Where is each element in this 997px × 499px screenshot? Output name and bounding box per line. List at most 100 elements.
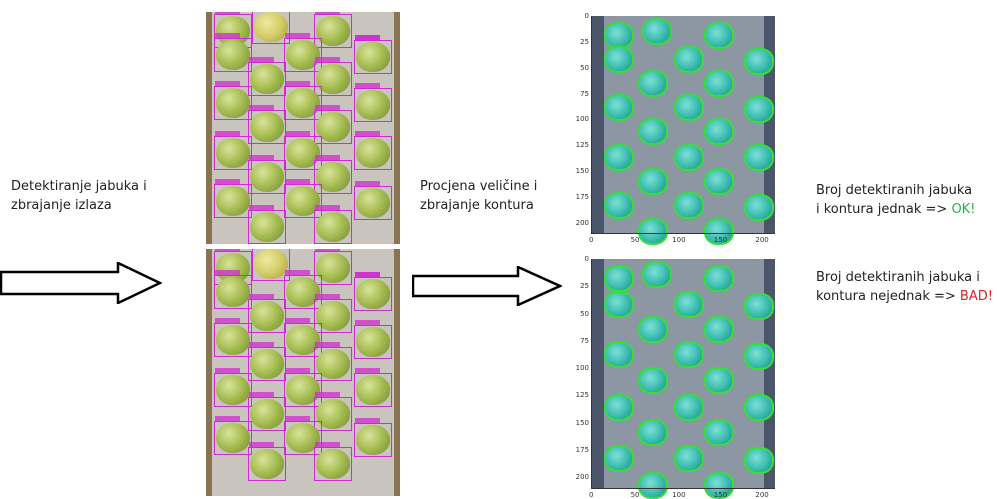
detection-box (354, 272, 392, 311)
detection-box-label (355, 131, 381, 136)
apple (216, 277, 250, 307)
detection-box-label (215, 416, 241, 421)
detection-box (314, 105, 352, 144)
ok-status: OK! (951, 202, 976, 217)
x-tick-label: 100 (672, 491, 686, 499)
detection-box-label (215, 81, 241, 86)
detection-box (314, 294, 352, 333)
detection-box-label (355, 35, 381, 40)
contour-apple (744, 343, 774, 371)
detection-box (248, 155, 286, 194)
detection-box (354, 83, 392, 122)
contour-apple (704, 70, 734, 97)
detection-box-label (285, 368, 311, 373)
detection-box (284, 416, 322, 455)
detection-box (354, 35, 392, 74)
contour-apple (704, 265, 734, 293)
contour-apple (638, 218, 668, 245)
apple (356, 188, 390, 218)
right-arrow-icon (0, 262, 162, 304)
detection-box (314, 249, 352, 285)
y-tick-label: 175 (575, 192, 589, 201)
bad-status: BAD! (959, 289, 993, 304)
x-tick-label: 50 (630, 236, 640, 244)
detection-box-label (315, 12, 341, 14)
contour-plot-bottom (592, 259, 775, 499)
detection-box (314, 442, 352, 481)
y-tick-label: 25 (580, 282, 589, 291)
x-tick-label: 200 (755, 236, 769, 244)
x-tick-label: 50 (630, 491, 640, 499)
detection-box-label (215, 270, 241, 275)
detection-box (248, 105, 286, 144)
detection-box (248, 442, 286, 481)
detection-box (248, 342, 286, 381)
contour-apple (604, 192, 634, 219)
apple (216, 423, 250, 453)
contour-apple (642, 18, 672, 45)
right-arrow-icon (412, 266, 562, 306)
y-tick-label: 50 (580, 63, 589, 72)
contour-apple (704, 22, 734, 49)
contour-apple (674, 444, 704, 472)
y-tick-label: 100 (575, 364, 589, 373)
apple (356, 327, 390, 357)
detection-box (214, 33, 252, 72)
contour-apple (674, 94, 704, 121)
x-tick-label: 150 (713, 491, 728, 499)
detection-box (354, 320, 392, 359)
detection-box-label (249, 442, 275, 447)
detection-box (252, 249, 290, 281)
detection-box (214, 318, 252, 357)
detection-box-label (215, 249, 241, 251)
y-tick-label: 75 (580, 89, 589, 98)
detection-box-label (315, 294, 341, 299)
detection-box (214, 131, 252, 170)
apple (216, 88, 250, 118)
detection-box-label (215, 318, 241, 323)
apple (356, 138, 390, 168)
detection-box (248, 205, 286, 244)
contour-apple (604, 290, 634, 318)
detection-box (248, 57, 286, 96)
contour-apple (638, 419, 668, 447)
contour-apple (638, 472, 668, 499)
apple (216, 325, 250, 355)
detection-box (284, 368, 322, 407)
apple (356, 279, 390, 309)
apple (356, 42, 390, 72)
contour-apple (704, 472, 734, 499)
x-tick-label: 150 (713, 236, 728, 244)
apple (254, 12, 288, 42)
detection-box (314, 392, 352, 431)
detection-box-label (315, 205, 341, 210)
apple (356, 90, 390, 120)
detection-box-label (249, 205, 275, 210)
y-tick-label: 75 (580, 336, 589, 345)
detection-box (214, 416, 252, 455)
detection-box-label (285, 131, 311, 136)
detection-box-label (249, 155, 275, 160)
y-tick-label: 125 (575, 141, 589, 150)
detection-box-label (315, 342, 341, 347)
bad-result-line1: Broj detektiranih jabuka i (816, 270, 980, 285)
contour-apple (704, 218, 734, 245)
y-tick-label: 125 (575, 391, 589, 400)
apple (316, 212, 350, 242)
contour-apple (674, 144, 704, 171)
detection-box-label (355, 272, 381, 277)
contour-apple (704, 315, 734, 343)
detection-box (214, 81, 252, 120)
detection-box-label (285, 81, 311, 86)
detection-photo-top (206, 12, 400, 244)
detection-box (284, 81, 322, 120)
detection-box-label (215, 179, 241, 184)
x-tick-label: 0 (589, 236, 594, 244)
x-tick-label: 200 (755, 491, 769, 499)
detection-box (284, 270, 322, 309)
detection-box (284, 318, 322, 357)
apple (316, 449, 350, 479)
y-tick-label: 200 (575, 473, 589, 482)
detection-box (248, 294, 286, 333)
detection-box-label (355, 320, 381, 325)
